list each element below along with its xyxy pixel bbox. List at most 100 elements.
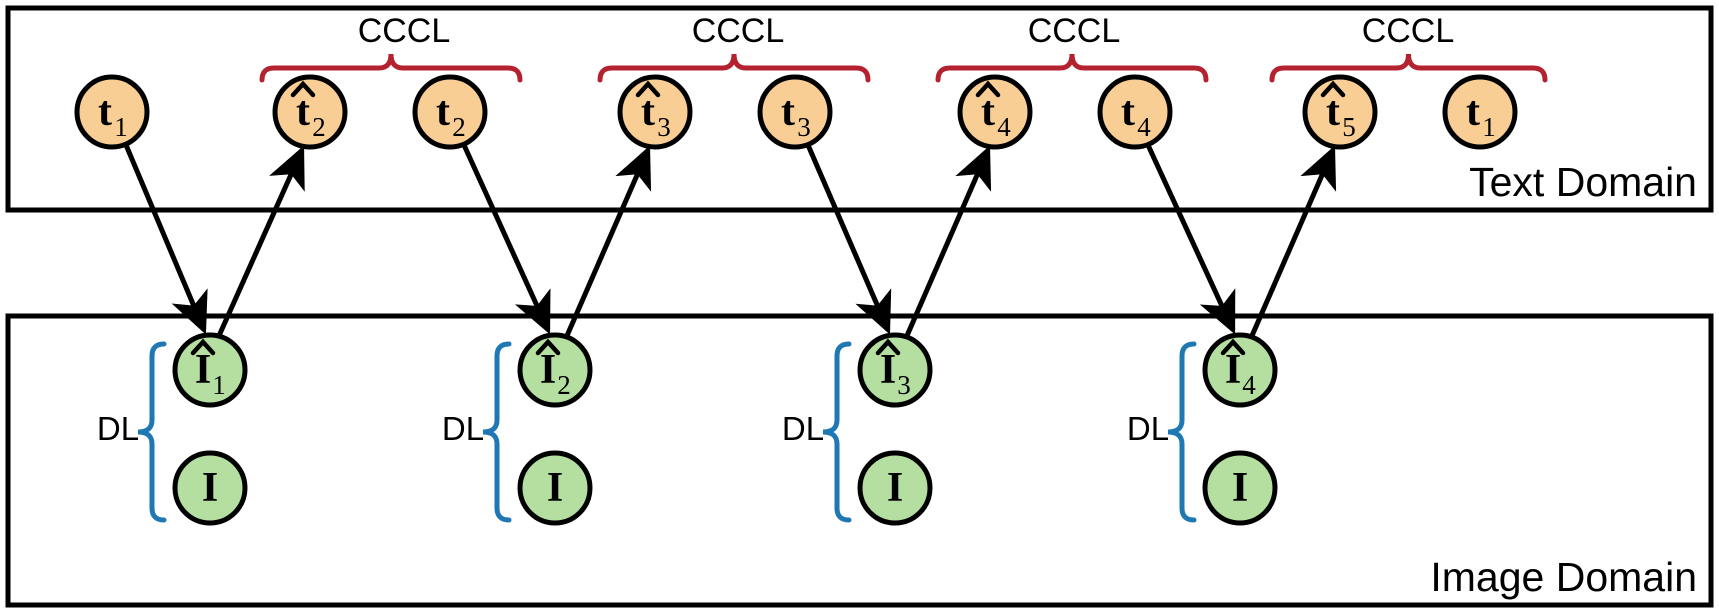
node-base-I1hat: I: [195, 347, 211, 393]
node-base-t2hat: t: [296, 89, 310, 135]
node-circle-I1: [172, 450, 248, 526]
arrow-t1-to-I1hat: [123, 144, 208, 335]
node-circle-I3: [857, 450, 933, 526]
dl-brace-4: [1167, 341, 1197, 523]
node-base-t2: t: [436, 89, 450, 135]
node-I2[interactable]: I: [517, 450, 593, 526]
node-subscript-t4: 4: [1137, 112, 1151, 142]
node-circle-t1-b: [1442, 74, 1518, 150]
node-subscript-t1-a: 1: [114, 112, 128, 142]
text-domain-box: [5, 5, 1714, 213]
node-circle-t3hat: [617, 74, 693, 150]
node-subscript-t1-b: 1: [1482, 112, 1496, 142]
node-base-I2: I: [547, 465, 563, 511]
cccl-brace-1: [259, 53, 523, 83]
arrow-t4-to-I4hat: [1145, 143, 1236, 335]
node-base-t3: t: [781, 89, 795, 135]
cccl-label-2: CCCL: [692, 12, 785, 50]
node-base-I3: I: [887, 465, 903, 511]
node-I4[interactable]: I: [1202, 450, 1278, 526]
cccl-label-4: CCCL: [1362, 12, 1455, 50]
image-domain-label: Image Domain: [1430, 554, 1697, 600]
cccl-label-3: CCCL: [1028, 12, 1121, 50]
dl-brace-2: [482, 341, 512, 523]
arrow-t2-to-I2hat: [461, 143, 551, 335]
node-hat-t2hat: [290, 80, 316, 98]
node-subscript-t3hat: 3: [657, 112, 671, 142]
arrow-I1hat-to-t2hat: [215, 145, 305, 340]
node-base-I4hat: I: [1225, 347, 1241, 393]
arrow-I4hat-to-t5hat: [1248, 145, 1337, 339]
arrows-layer: [123, 143, 1337, 340]
dl-brace-3: [822, 341, 852, 523]
cccl-brace-4: [1269, 53, 1548, 83]
node-hat-I1hat: [190, 338, 216, 356]
node-circle-t5hat: [1302, 74, 1378, 150]
node-circle-t2hat: [272, 74, 348, 150]
node-base-I1: I: [202, 465, 218, 511]
node-base-t1-b: t: [1466, 89, 1480, 135]
node-base-t4hat: t: [981, 89, 995, 135]
arrow-I3hat-to-t4hat: [903, 145, 992, 339]
node-circle-t1-a: [74, 74, 150, 150]
dl-label-3: DL: [782, 410, 824, 447]
node-circle-t4: [1097, 74, 1173, 150]
text-domain-label: Text Domain: [1469, 159, 1697, 205]
node-base-t5hat: t: [1326, 89, 1340, 135]
node-hat-t3hat: [635, 80, 661, 98]
cccl-brace-2: [597, 53, 871, 83]
node-base-t4: t: [1121, 89, 1135, 135]
braces-layer: CCCL CCCL CCCL CCCL DL DL DL DL: [97, 12, 1548, 523]
cccl-brace-3: [935, 53, 1209, 83]
node-base-I4: I: [1232, 465, 1248, 511]
node-hat-t5hat: [1320, 80, 1346, 98]
dl-brace-1: [137, 341, 167, 523]
node-circle-I4: [1202, 450, 1278, 526]
node-hat-I3hat: [875, 338, 901, 356]
node-I3[interactable]: I: [857, 450, 933, 526]
node-subscript-t4hat: 4: [997, 112, 1011, 142]
node-circle-t3: [757, 74, 833, 150]
arrow-t3-to-I3hat: [805, 144, 892, 335]
node-subscript-t2hat: 2: [312, 112, 326, 142]
node-base-I2hat: I: [540, 347, 556, 393]
node-hat-I4hat: [1220, 338, 1246, 356]
node-hat-t4hat: [975, 80, 1001, 98]
node-subscript-t3: 3: [797, 112, 811, 142]
node-I1[interactable]: I: [172, 450, 248, 526]
arrow-I2hat-to-t3hat: [563, 145, 652, 339]
node-subscript-I4hat: 4: [1242, 370, 1256, 400]
dl-label-2: DL: [442, 410, 484, 447]
node-subscript-I1hat: 1: [212, 370, 226, 400]
node-hat-I2hat: [535, 338, 561, 356]
node-subscript-I3hat: 3: [897, 370, 911, 400]
node-circle-t4hat: [957, 74, 1033, 150]
node-subscript-t2: 2: [452, 112, 466, 142]
dl-label-4: DL: [1127, 410, 1169, 447]
dl-label-1: DL: [97, 410, 139, 447]
node-subscript-I2hat: 2: [557, 370, 571, 400]
node-base-I3hat: I: [880, 347, 896, 393]
node-circle-I2: [517, 450, 593, 526]
node-subscript-t5hat: 5: [1342, 112, 1356, 142]
node-base-t3hat: t: [641, 89, 655, 135]
node-circle-t2: [412, 74, 488, 150]
cccl-label-1: CCCL: [358, 12, 451, 50]
